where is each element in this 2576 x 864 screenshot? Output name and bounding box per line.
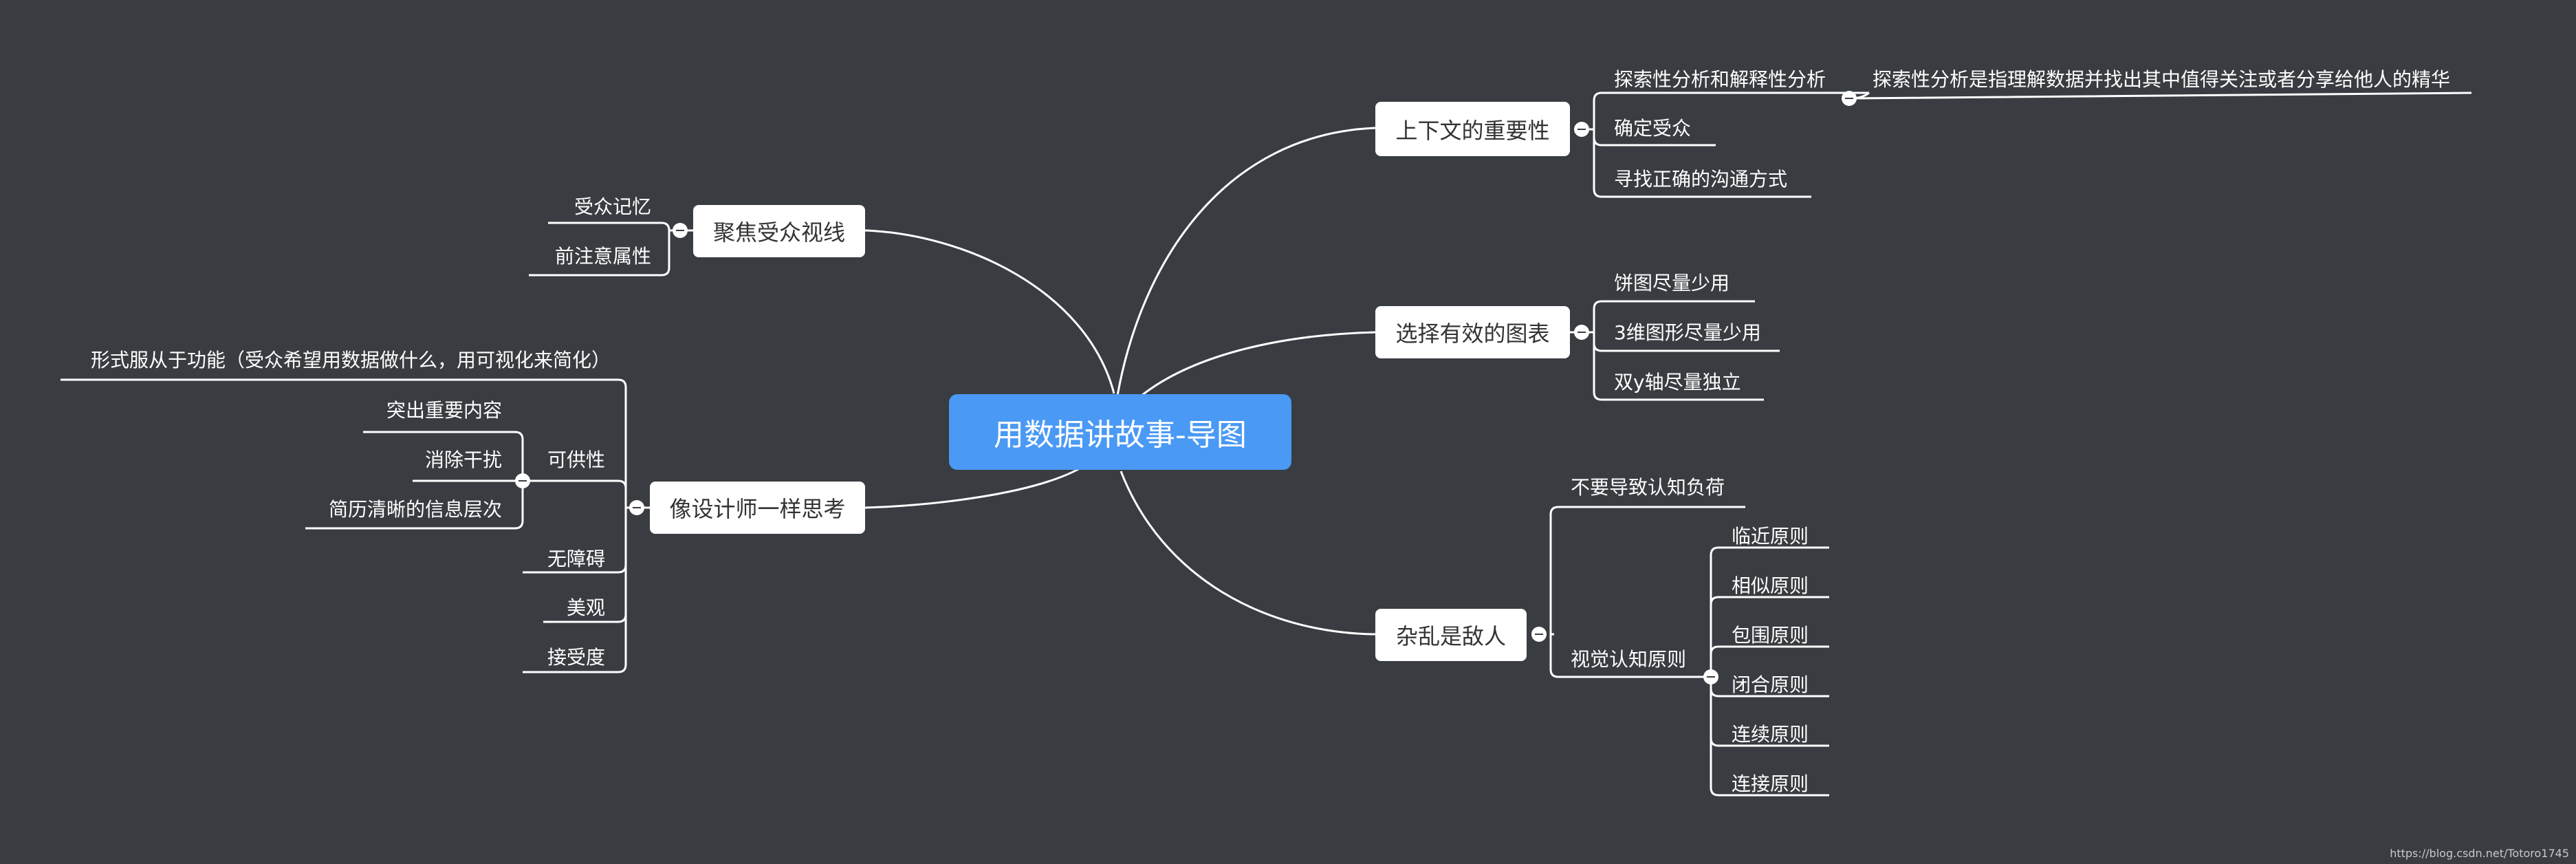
collapse-toggle-affordance[interactable] — [515, 473, 530, 488]
sub-affordance-0[interactable]: 突出重要内容 — [386, 399, 502, 422]
sub-principle-1[interactable]: 相似原则 — [1732, 574, 1809, 597]
sub-visual[interactable]: 视觉认知原则 — [1571, 648, 1687, 671]
link-root-clutter — [1120, 471, 1376, 636]
branch-designer-form — [61, 378, 627, 508]
link-root-context — [1116, 127, 1376, 396]
branch-focus-0 — [548, 222, 670, 231]
topic-designer[interactable]: 像设计师一样思考 — [650, 482, 865, 534]
sub-communication[interactable]: 寻找正确的沟通方式 — [1614, 168, 1788, 191]
sub-chart-0[interactable]: 饼图尽量少用 — [1614, 272, 1730, 294]
branch-chart-0 — [1593, 300, 1755, 332]
collapse-toggle-chart[interactable] — [1574, 325, 1589, 340]
sub-principle-4[interactable]: 连续原则 — [1732, 723, 1809, 746]
topic-chart-label: 选择有效的图表 — [1395, 321, 1550, 347]
link-root-focus — [864, 229, 1115, 394]
sub-chart-2[interactable]: 双y轴尽量独立 — [1614, 371, 1741, 393]
watermark: https://blog.csdn.net/Totoro1745 — [2390, 847, 2569, 860]
topic-chart[interactable]: 选择有效的图表 — [1375, 306, 1570, 358]
branch-context-exploratory — [1593, 91, 1869, 129]
sub-chart-1[interactable]: 3维图形尽量少用 — [1614, 321, 1761, 344]
branch-focus-1 — [529, 230, 670, 277]
collapse-toggle-clutter[interactable] — [1531, 627, 1547, 642]
branch-chart-2 — [1593, 332, 1764, 401]
sub-affordance-2[interactable]: 简历清晰的信息层次 — [328, 498, 502, 521]
sub-focus-1[interactable]: 前注意属性 — [554, 245, 651, 268]
branch-designer-acceptance — [523, 508, 627, 673]
sub-designer-acceptance[interactable]: 接受度 — [547, 646, 605, 669]
branch-principle-0 — [1710, 546, 1829, 677]
topic-designer-label: 像设计师一样思考 — [669, 496, 846, 522]
branch-cognitive — [1549, 506, 1745, 634]
sub-principle-5[interactable]: 连接原则 — [1732, 773, 1809, 795]
sub-exploratory-detail[interactable]: 探索性分析是指理解数据并找出其中值得关注或者分享给他人的精华 — [1873, 68, 2451, 91]
sub-principle-3[interactable]: 闭合原则 — [1732, 673, 1809, 696]
root-node[interactable]: 用数据讲故事-导图 — [949, 394, 1291, 470]
branch-principle-1 — [1710, 596, 1829, 677]
topic-clutter[interactable]: 杂乱是敌人 — [1375, 609, 1527, 661]
topic-context[interactable]: 上下文的重要性 — [1375, 102, 1570, 156]
sub-affordance-1[interactable]: 消除干扰 — [424, 449, 502, 471]
branch-designer-affordance — [523, 479, 627, 508]
collapse-toggle-context[interactable] — [1574, 122, 1589, 137]
collapse-toggle-designer[interactable] — [629, 500, 644, 515]
link-root-designer — [864, 466, 1082, 509]
sub-focus-0[interactable]: 受众记忆 — [574, 195, 651, 218]
sub-designer-accessibility[interactable]: 无障碍 — [547, 548, 605, 570]
sub-designer-form[interactable]: 形式服从于功能（受众希望用数据做什么，用可视化来简化） — [90, 349, 611, 371]
sub-cognitive-load[interactable]: 不要导致认知负荷 — [1571, 476, 1725, 499]
topic-focus-label: 聚焦受众视线 — [712, 219, 845, 246]
sub-designer-aesthetics[interactable]: 美观 — [566, 596, 605, 619]
collapse-toggle-exploratory[interactable] — [1842, 91, 1857, 106]
sub-audience[interactable]: 确定受众 — [1614, 117, 1692, 140]
branch-context-communication — [1593, 129, 1811, 198]
topic-context-label: 上下文的重要性 — [1395, 117, 1550, 144]
link-root-chart — [1141, 331, 1376, 397]
collapse-toggle-focus[interactable] — [673, 223, 688, 238]
branch-visual — [1549, 634, 1710, 678]
sub-exploratory[interactable]: 探索性分析和解释性分析 — [1614, 68, 1826, 91]
branch-principle-5 — [1710, 677, 1829, 797]
branch-affordance-0 — [363, 431, 524, 481]
branch-exploratory-detail — [1849, 91, 2472, 100]
topic-focus[interactable]: 聚焦受众视线 — [693, 205, 865, 257]
sub-designer-affordance[interactable]: 可供性 — [547, 449, 605, 471]
branch-principle-2 — [1710, 645, 1829, 677]
sub-principle-0[interactable]: 临近原则 — [1732, 525, 1809, 548]
branch-affordance-2 — [305, 481, 524, 530]
topic-clutter-label: 杂乱是敌人 — [1395, 623, 1506, 649]
root-label: 用数据讲故事-导图 — [994, 418, 1247, 453]
sub-principle-2[interactable]: 包围原则 — [1732, 624, 1809, 647]
collapse-toggle-visual[interactable] — [1703, 669, 1718, 684]
